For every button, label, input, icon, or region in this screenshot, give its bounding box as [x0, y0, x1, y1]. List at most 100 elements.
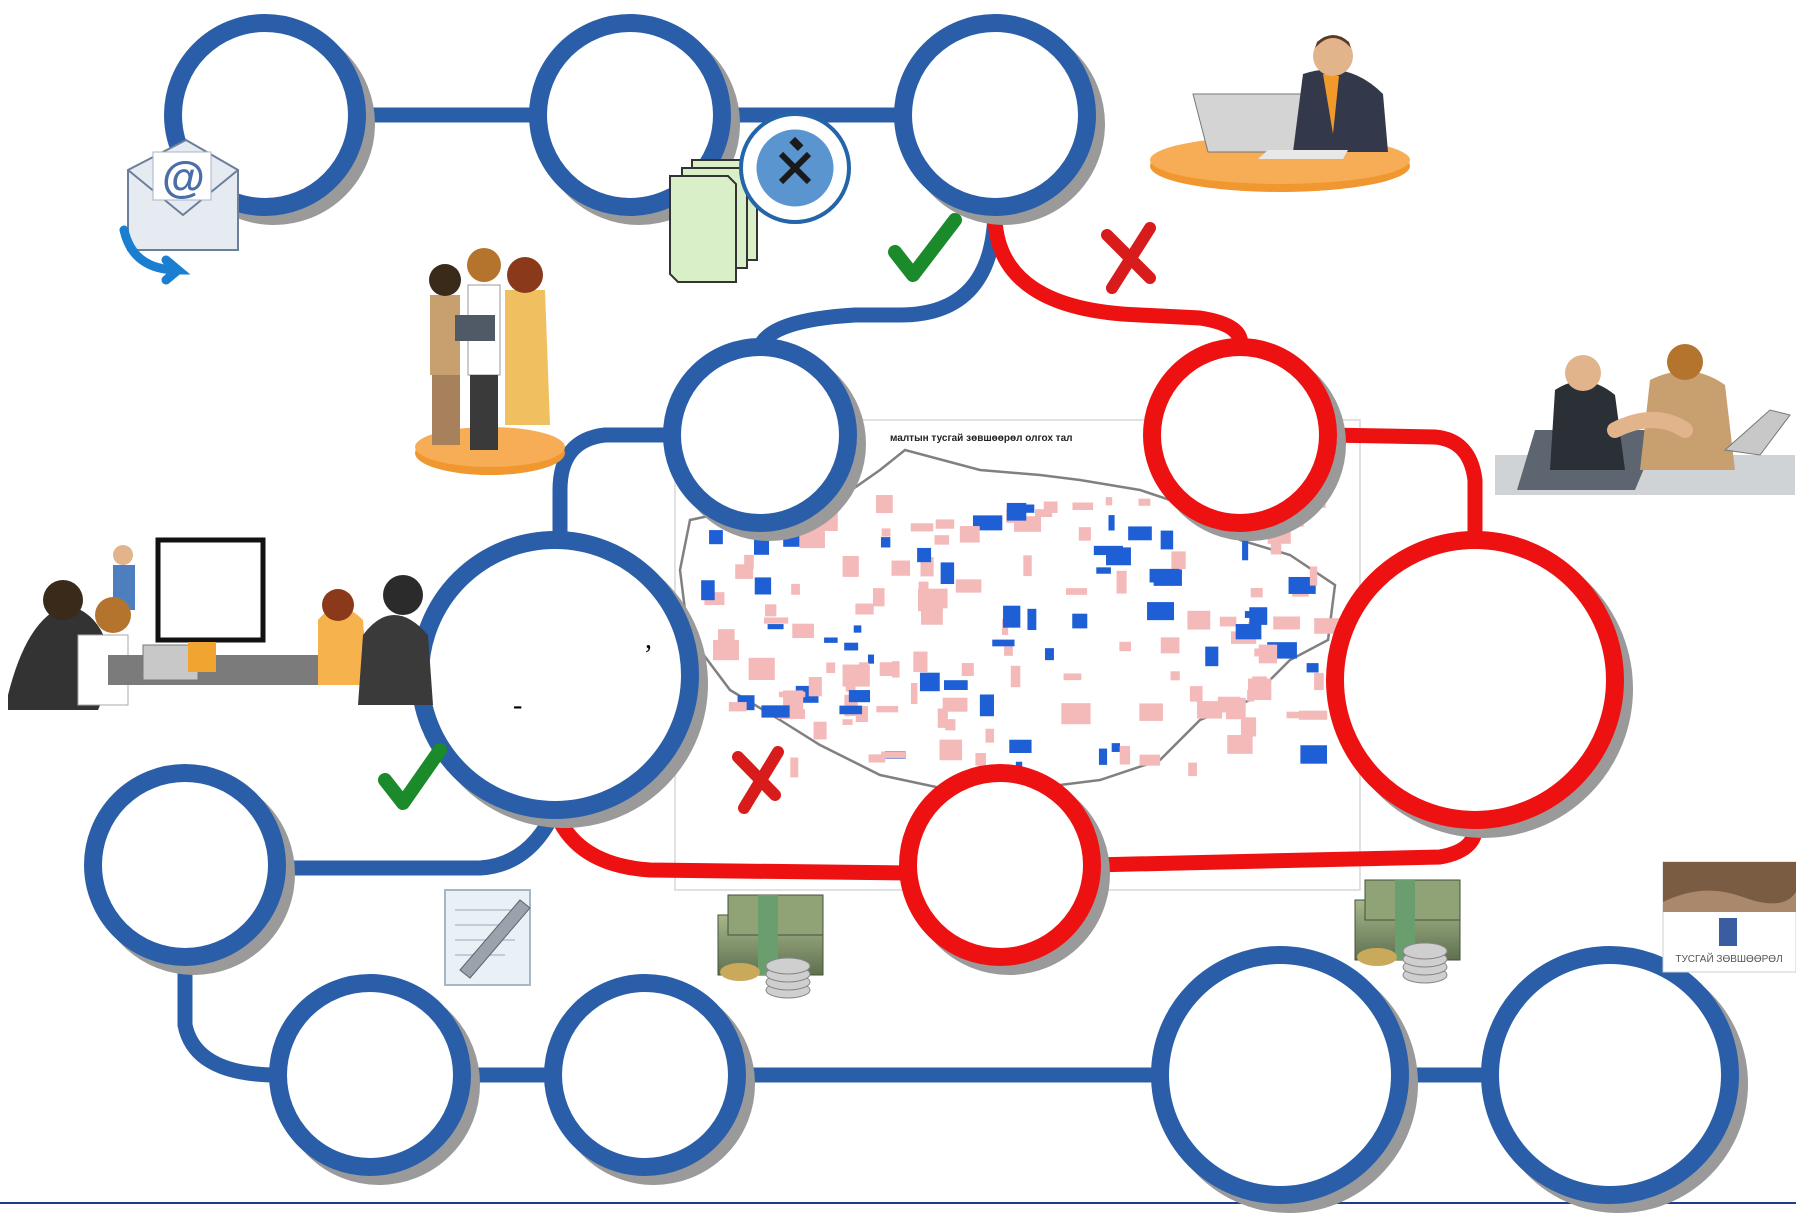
map-patch	[985, 728, 995, 743]
map-patch	[839, 705, 863, 715]
map-patch	[728, 702, 747, 712]
map-patch	[848, 690, 871, 703]
map-patch	[1147, 602, 1175, 621]
map-patch	[1270, 540, 1282, 555]
map-patch	[876, 705, 899, 713]
emblem-icon	[739, 112, 851, 224]
map-patch	[880, 537, 891, 548]
map-patch	[1065, 588, 1088, 595]
map-patch	[910, 683, 918, 704]
map-patch	[881, 528, 891, 537]
connector-4	[987, 212, 1248, 355]
map-title: малтын тусгай зөвшөөрөл олгох тал	[890, 433, 1073, 444]
node-ring	[1326, 531, 1624, 829]
map-patch	[786, 697, 801, 704]
map-patch	[1061, 703, 1091, 725]
connector-3	[752, 199, 1003, 355]
team-icon	[415, 248, 565, 475]
map-patch	[872, 588, 885, 607]
approved-check-left	[378, 743, 447, 810]
process-node-n10	[269, 974, 480, 1185]
map-patch	[764, 617, 789, 624]
node-ring	[1481, 946, 1739, 1204]
map-patch	[937, 708, 948, 728]
map-patch	[1023, 555, 1032, 577]
map-patch	[910, 523, 934, 532]
map-patch	[1139, 754, 1161, 766]
map-patch	[1160, 530, 1174, 550]
map-patch	[842, 556, 859, 577]
node-ring	[269, 974, 471, 1176]
map-patch	[1116, 570, 1127, 594]
map-patch	[955, 579, 982, 593]
map-patch	[1171, 551, 1186, 570]
node-comma-mark: ,	[645, 624, 652, 655]
process-node-n6	[411, 531, 708, 828]
money-icon-right	[1354, 879, 1461, 984]
node-ring	[84, 764, 286, 966]
map-patch	[913, 651, 928, 673]
map-patch	[826, 662, 836, 674]
map-patch	[1242, 540, 1249, 561]
meeting-icon	[8, 537, 433, 710]
map-patch	[1189, 686, 1203, 702]
map-patch	[1314, 672, 1324, 691]
connector-6	[1320, 427, 1483, 548]
map-patch	[717, 629, 735, 645]
map-patch	[940, 562, 955, 585]
node-ring	[529, 14, 731, 216]
businessman-phone-icon	[1150, 35, 1410, 192]
map-patch	[1258, 644, 1278, 664]
process-node-n7	[1326, 531, 1633, 838]
map-patch	[1217, 696, 1241, 713]
map-patch	[1306, 663, 1319, 673]
process-node-n13	[1481, 946, 1748, 1213]
map-patch	[935, 519, 955, 529]
map-patch	[799, 531, 825, 549]
map-patch	[1240, 717, 1257, 737]
map-patch	[767, 624, 784, 630]
map-patch	[1227, 735, 1253, 754]
map-patch	[1004, 646, 1013, 656]
map-patch	[790, 757, 799, 778]
map-patch	[918, 588, 948, 609]
map-patch	[1027, 608, 1037, 631]
map-patch	[1254, 648, 1263, 657]
map-patch	[824, 637, 838, 643]
map-patch	[1035, 509, 1053, 518]
map-patch	[761, 705, 790, 718]
map-patch	[1219, 616, 1237, 627]
approved-check-top	[888, 213, 962, 282]
process-node-n5	[1143, 338, 1346, 541]
map-patch	[875, 495, 893, 514]
rejected-cross-middle	[732, 746, 784, 814]
node-ring	[411, 531, 699, 819]
process-node-n4	[663, 338, 866, 541]
agency-logo-icon: ТУСГАЙ ЗӨВШӨӨРӨЛ	[1662, 861, 1796, 973]
map-patch	[844, 642, 859, 651]
map-patch	[1096, 567, 1111, 574]
map-patch	[1063, 673, 1082, 681]
map-patch	[945, 719, 956, 731]
map-patch	[855, 603, 874, 615]
process-node-n3	[894, 14, 1105, 225]
map-patch	[1196, 701, 1223, 719]
map-patch	[1250, 588, 1263, 598]
map-patch	[919, 672, 940, 692]
process-node-n12	[1151, 946, 1418, 1213]
agency-logo-caption: ТУСГАЙ ЗӨВШӨӨРӨЛ	[1675, 952, 1782, 965]
map-patch	[1170, 671, 1180, 681]
map-patch	[1244, 611, 1253, 618]
process-node-n9	[84, 764, 295, 975]
map-patch	[744, 554, 754, 570]
map-patch	[808, 676, 822, 697]
connector-10	[177, 949, 286, 1083]
map-patch	[1044, 648, 1054, 661]
node-ring	[1151, 946, 1409, 1204]
rejected-cross-top	[1101, 222, 1156, 294]
map-patch	[944, 680, 968, 690]
map-patch	[921, 604, 943, 625]
map-patch	[1247, 678, 1272, 701]
map-patch	[1119, 641, 1132, 652]
